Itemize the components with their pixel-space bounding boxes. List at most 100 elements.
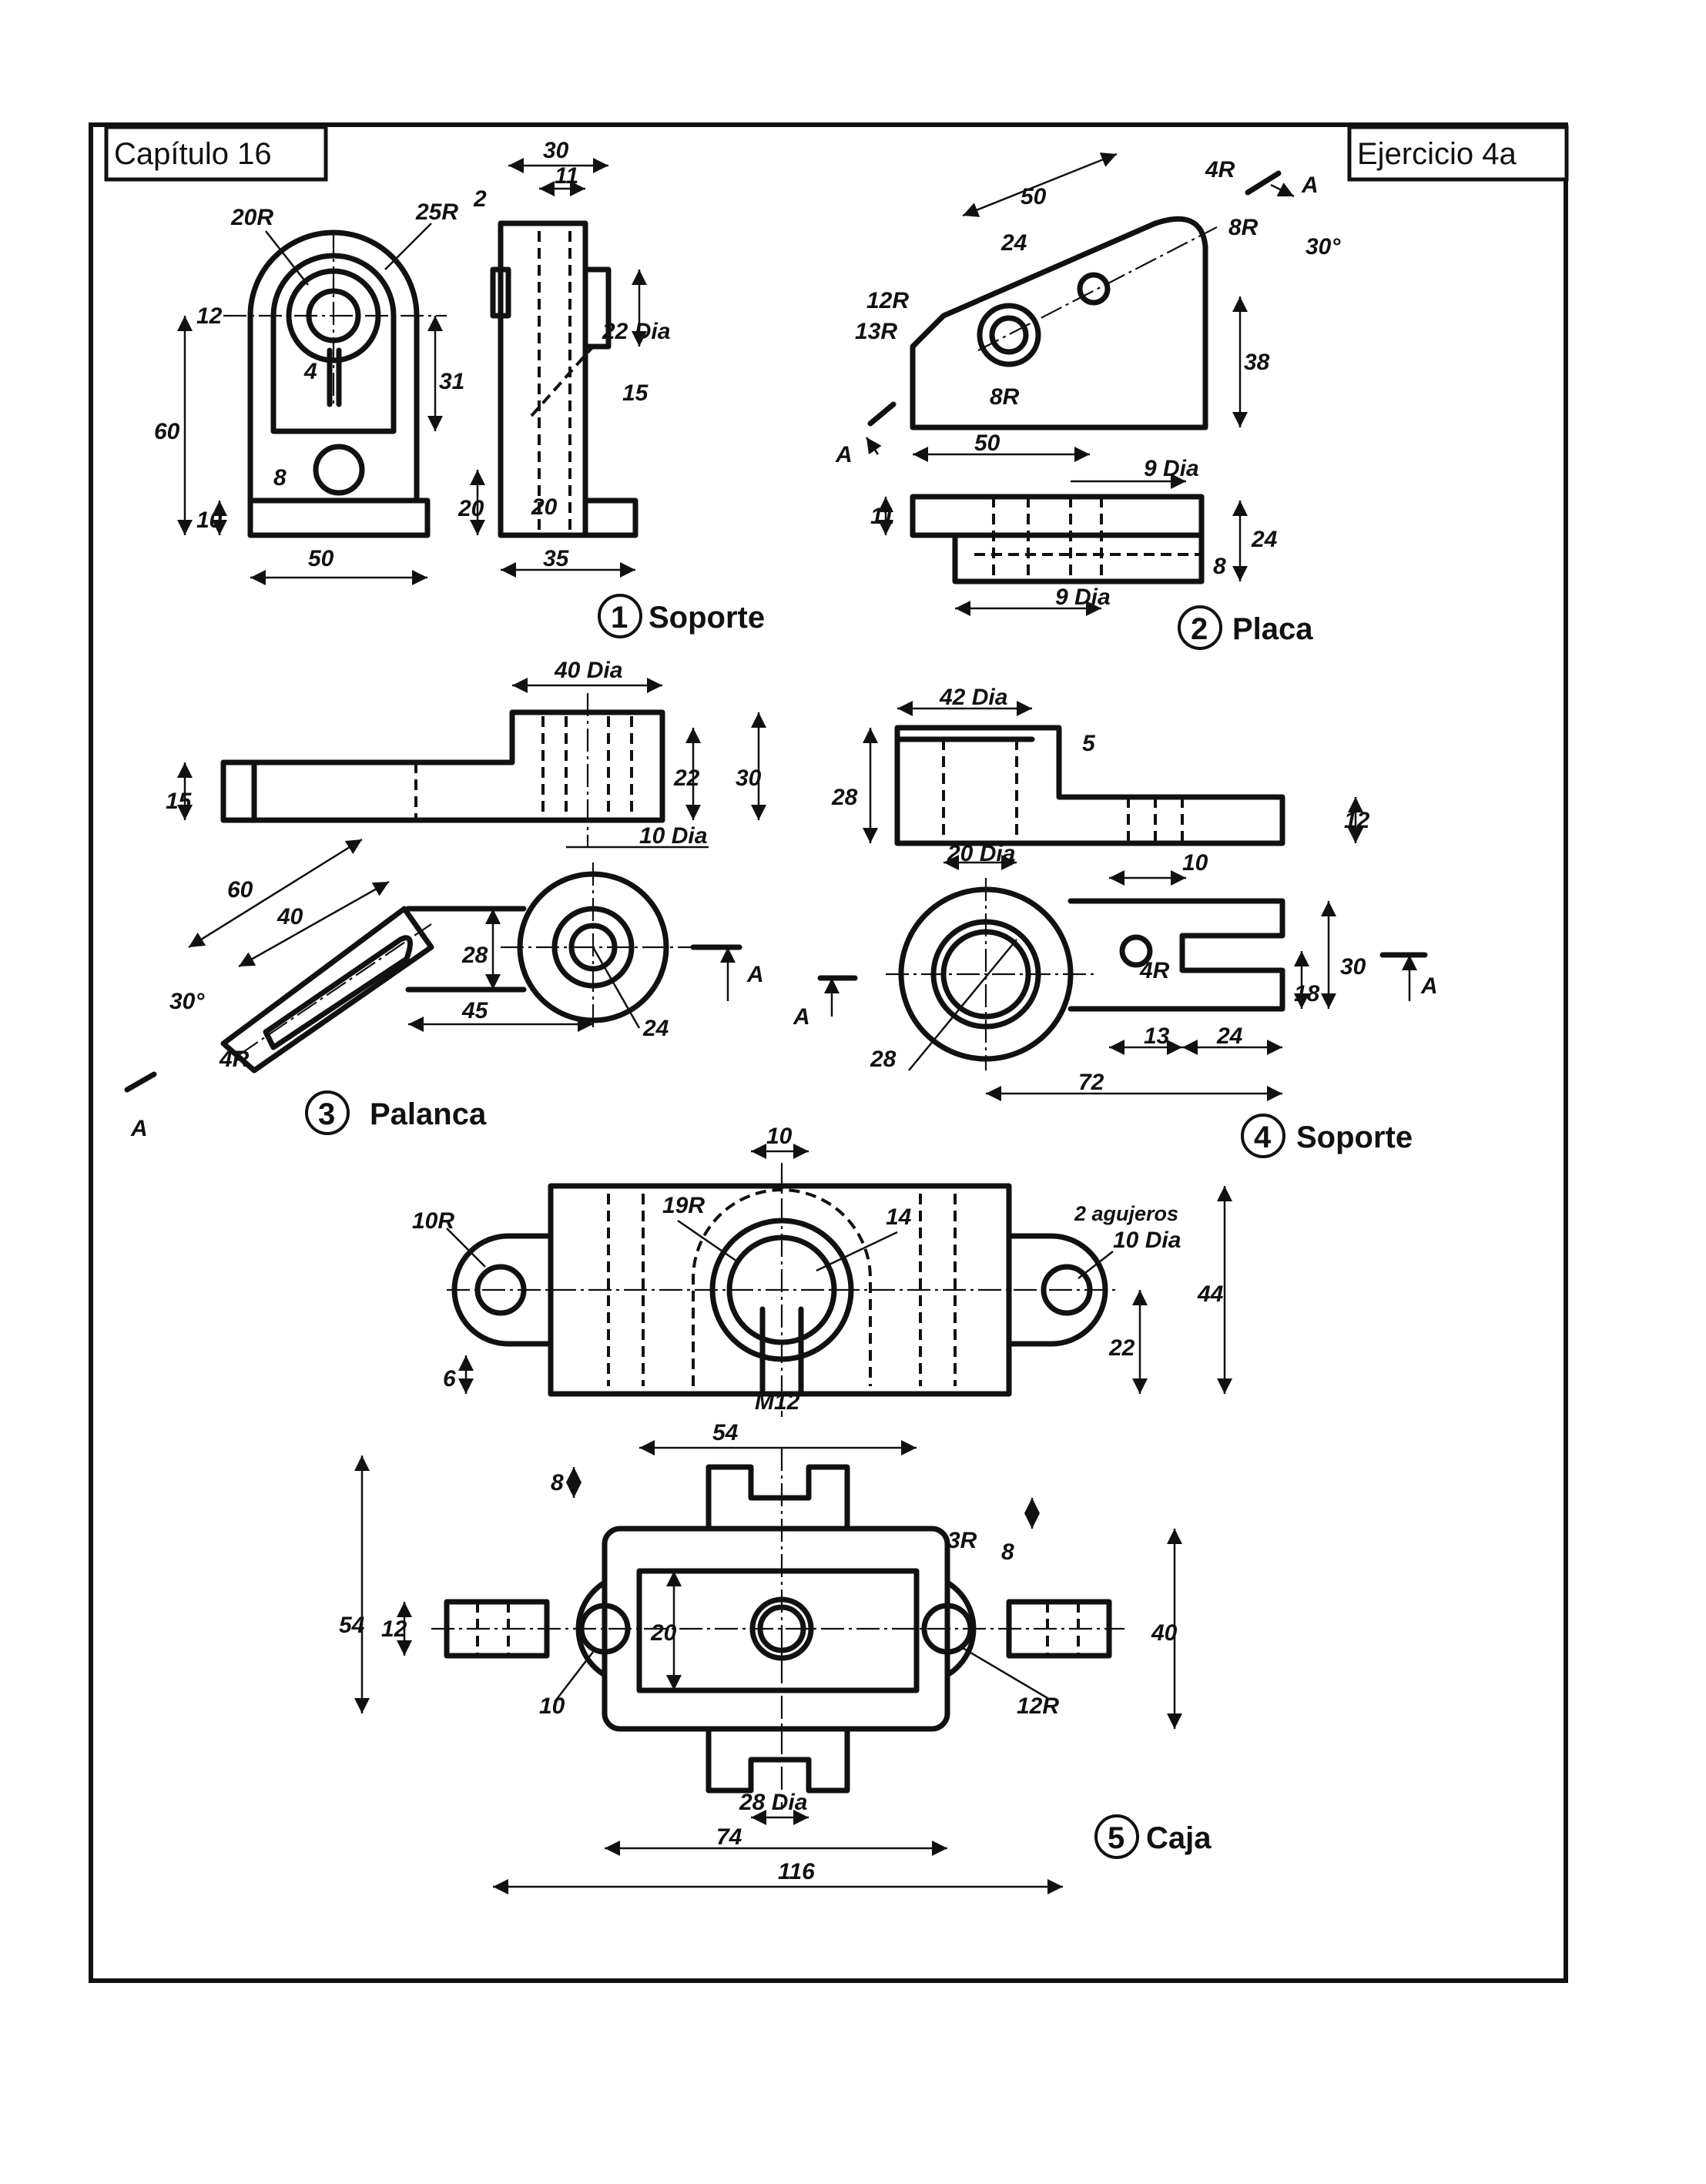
svg-text:8: 8 [1213,554,1226,579]
svg-text:28: 28 [831,785,858,810]
part-4-label: 4 Soporte [1241,1114,1413,1158]
svg-text:20 Dia: 20 Dia [947,841,1015,866]
svg-text:50: 50 [308,546,334,571]
part-5-drawing [354,1144,1232,1894]
svg-text:9 Dia: 9 Dia [1144,456,1199,481]
svg-text:20: 20 [458,496,484,521]
svg-text:28: 28 [461,943,488,968]
svg-text:12: 12 [381,1616,407,1642]
svg-text:40 Dia: 40 Dia [554,658,622,683]
svg-text:45: 45 [461,998,489,1023]
svg-text:A: A [130,1116,148,1141]
part-2-drawing [865,152,1295,616]
svg-text:9 Dia: 9 Dia [1055,585,1111,610]
svg-text:74: 74 [716,1824,742,1850]
svg-text:30°: 30° [169,989,205,1014]
svg-text:20: 20 [650,1620,677,1646]
svg-text:10: 10 [766,1124,793,1149]
svg-text:10 Dia: 10 Dia [639,823,707,849]
svg-text:30°: 30° [1305,234,1341,260]
svg-text:6: 6 [443,1366,456,1392]
svg-text:8: 8 [551,1470,564,1496]
svg-text:4: 4 [303,359,317,384]
svg-text:12R: 12R [1017,1693,1059,1719]
part-3-drawing [124,678,766,1093]
part-number: 1 [611,601,628,635]
svg-text:24: 24 [1216,1023,1243,1049]
exercise-title: Ejercicio 4a [1357,137,1517,171]
svg-text:12R: 12R [866,288,909,313]
chapter-title: Capítulo 16 [114,137,272,171]
svg-text:25R: 25R [415,199,458,225]
svg-text:14: 14 [886,1204,912,1230]
svg-text:31: 31 [439,369,464,394]
svg-text:8R: 8R [990,384,1020,410]
svg-text:13R: 13R [855,319,897,344]
svg-text:11: 11 [555,163,578,189]
svg-text:12: 12 [1344,808,1370,833]
svg-text:15: 15 [622,380,649,406]
svg-text:38: 38 [1244,350,1270,375]
svg-text:22 Dia: 22 Dia [602,319,670,344]
svg-text:22: 22 [1108,1335,1135,1361]
chapter-box: Capítulo 16 [104,125,328,182]
svg-text:24: 24 [1251,527,1278,552]
part-4-drawing [817,701,1428,1101]
svg-text:42 Dia: 42 Dia [939,685,1007,710]
sheet-border [89,122,1568,1983]
svg-text:10: 10 [1182,850,1208,876]
part-number: 3 [318,1097,335,1131]
svg-text:19R: 19R [662,1193,705,1218]
part-5-dimensions: 10 10R 19R 14 2 agujeros 10 Dia 44 22 6 … [339,1124,1224,1884]
part-4-dimensions: 42 Dia 5 28 12 20 Dia 10 30 18 4R 13 24 … [793,685,1438,1095]
svg-text:2 agujeros: 2 agujeros [1074,1202,1178,1225]
svg-text:22: 22 [673,765,700,791]
part-3-dimensions: 40 Dia 22 30 15 10 Dia 60 40 28 30° 45 2… [130,658,764,1141]
part-number: 5 [1108,1821,1124,1855]
exercise-box: Ejercicio 4a [1347,125,1569,182]
part-1-dimensions: 30 11 2 20R 25R 12 22 Dia 60 31 15 4 8 1… [154,138,670,571]
svg-text:72: 72 [1078,1070,1104,1095]
svg-text:24: 24 [1000,230,1027,256]
svg-text:A: A [1301,173,1319,198]
part-2-label: 2 Placa [1178,605,1313,650]
part-2-dimensions: 50 4R 8R 24 30° 12R 13R 38 8R 50 9 Dia 1… [835,157,1341,610]
svg-text:35: 35 [543,546,570,571]
svg-text:11: 11 [870,504,894,529]
part-number: 4 [1254,1120,1272,1154]
svg-text:8: 8 [1001,1539,1014,1565]
svg-text:M12: M12 [755,1389,800,1415]
svg-text:10R: 10R [412,1208,454,1234]
svg-text:30: 30 [543,138,569,163]
svg-text:A: A [793,1004,810,1030]
svg-text:20: 20 [531,494,558,520]
svg-text:A: A [835,442,853,467]
part-number: 2 [1191,612,1208,646]
part-name: Soporte [1296,1120,1413,1154]
svg-text:60: 60 [227,877,253,903]
svg-text:54: 54 [712,1420,739,1445]
svg-text:8R: 8R [1228,215,1259,240]
svg-text:24: 24 [642,1016,669,1041]
svg-text:15: 15 [166,789,193,814]
svg-text:116: 116 [778,1859,815,1884]
svg-text:54: 54 [339,1613,365,1638]
svg-text:40: 40 [277,904,303,930]
svg-text:30: 30 [1340,954,1366,980]
svg-text:10: 10 [539,1693,565,1719]
part-name: Caja [1146,1821,1212,1855]
svg-text:4R: 4R [219,1047,250,1072]
svg-text:5: 5 [1082,731,1096,756]
part-name: Placa [1232,612,1313,646]
svg-text:12: 12 [196,303,223,329]
svg-text:18: 18 [1294,981,1320,1007]
part-name: Soporte [649,601,765,635]
svg-text:4R: 4R [1205,157,1235,183]
svg-text:50: 50 [974,430,1000,456]
svg-text:10: 10 [196,507,223,533]
part-5-label: 5 Caja [1094,1814,1212,1859]
svg-text:13: 13 [1144,1023,1170,1049]
svg-text:A: A [1420,973,1438,999]
svg-text:60: 60 [154,419,180,444]
